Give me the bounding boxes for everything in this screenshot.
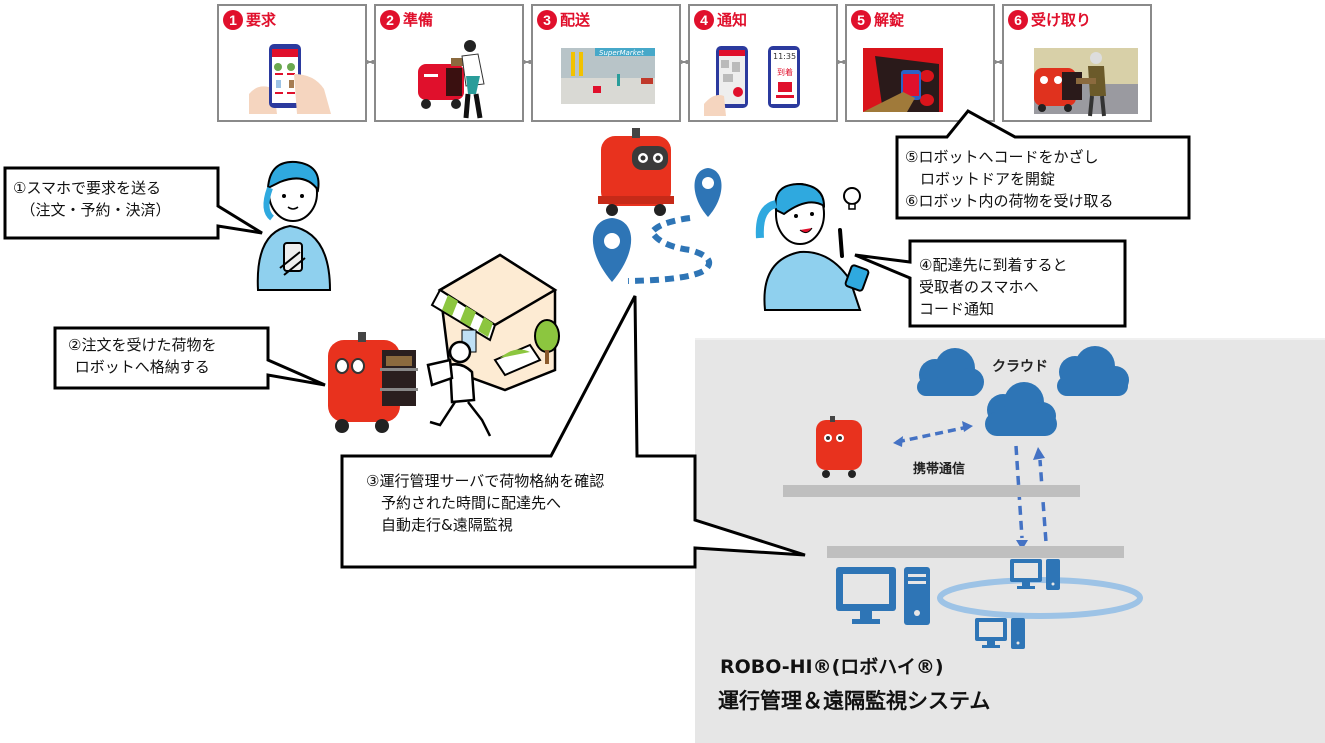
step-label: 要求	[246, 11, 277, 29]
callout-store-bubble	[53, 326, 326, 390]
client-computer-icon	[1010, 559, 1060, 590]
mobile-link-arrow	[896, 425, 969, 444]
route-dotted-line	[627, 215, 712, 284]
server-layer-bar	[827, 546, 1124, 558]
step-number: 2	[380, 9, 400, 30]
woman-with-phone-icon	[256, 160, 332, 291]
main-computer-icon	[836, 567, 930, 625]
step-number: 3	[537, 9, 557, 30]
robot-loading-icon	[376, 34, 522, 119]
delivery-robot-small-icon	[816, 416, 862, 478]
mobile-network-label: 携帯通信	[913, 462, 966, 477]
cloud-icon	[917, 348, 984, 396]
map-pin-icon	[592, 218, 632, 282]
step-label: 解錠	[874, 11, 905, 29]
callout-unlock-text: ⑤ロボットへコードをかざし ロボットドアを開錠 ⑥ロボット内の荷物を受け取る	[905, 148, 1114, 210]
network-layer-bar	[783, 485, 1080, 497]
step-connector	[365, 60, 375, 64]
store-building-icon	[430, 253, 560, 392]
worker-carrying-box-icon	[426, 340, 492, 437]
callout-notify-bubble	[854, 239, 1127, 328]
phone-notification-icon: 11:35 到着	[690, 34, 836, 116]
arrow-head	[962, 421, 973, 432]
arrow-head	[1033, 447, 1045, 460]
arrow-head	[1016, 540, 1028, 550]
step-connector	[993, 60, 1003, 64]
step-label: 通知	[717, 11, 748, 29]
callout-request-bubble	[3, 166, 263, 240]
step-label: 受け取り	[1031, 11, 1092, 29]
cloud-to-server-arrow	[1014, 445, 1049, 557]
system-name: ROBO-HI®(ロボハイ®)	[720, 656, 944, 678]
step-connector	[679, 60, 689, 64]
lan-ring	[937, 577, 1143, 619]
arrow-head	[893, 436, 903, 447]
client-computer-icon	[975, 618, 1025, 649]
cloud-icon	[985, 382, 1057, 436]
supermarket-sign: SuperMarket	[599, 49, 644, 57]
callout-server-bubble	[340, 295, 806, 569]
callout-unlock-bubble	[895, 109, 1191, 220]
cloud-icon	[1057, 346, 1129, 396]
step-label: 準備	[403, 11, 434, 29]
step-number: 1	[223, 9, 243, 30]
callout-store-text: ②注文を受けた荷物を ロボットへ格納する	[68, 336, 217, 376]
woman-with-idea-icon	[755, 182, 870, 311]
step-number: 6	[1008, 9, 1028, 30]
cloud-label: クラウド	[992, 359, 1048, 375]
map-pin-icon	[694, 168, 722, 217]
supermarket-delivery-icon: SuperMarket	[533, 34, 679, 116]
step-connector	[836, 60, 846, 64]
delivery-robot-open-icon	[328, 332, 418, 433]
callout-notify-text: ④配達先に到着すると 受取者のスマホへ コード通知	[919, 256, 1068, 318]
receive-package-icon	[1004, 34, 1150, 117]
callout-request-text: ①スマホで要求を送る （注文・予約・決済）	[13, 179, 171, 219]
step-number: 5	[851, 9, 871, 30]
callout-server-text: ③運行管理サーバで荷物格納を確認 予約された時間に配達先へ 自動走行&遠隔監視	[366, 472, 605, 534]
delivery-robot-icon	[598, 128, 674, 216]
phone-time: 11:35	[773, 52, 797, 61]
unlock-door-icon	[847, 34, 993, 116]
smartphone-order-icon	[219, 34, 365, 116]
system-subtitle: 運行管理＆遠隔監視システム	[718, 689, 991, 713]
step-label: 配送	[560, 11, 591, 29]
step-connector	[522, 60, 532, 64]
phone-status: 到着	[777, 68, 793, 77]
step-number: 4	[694, 9, 714, 30]
